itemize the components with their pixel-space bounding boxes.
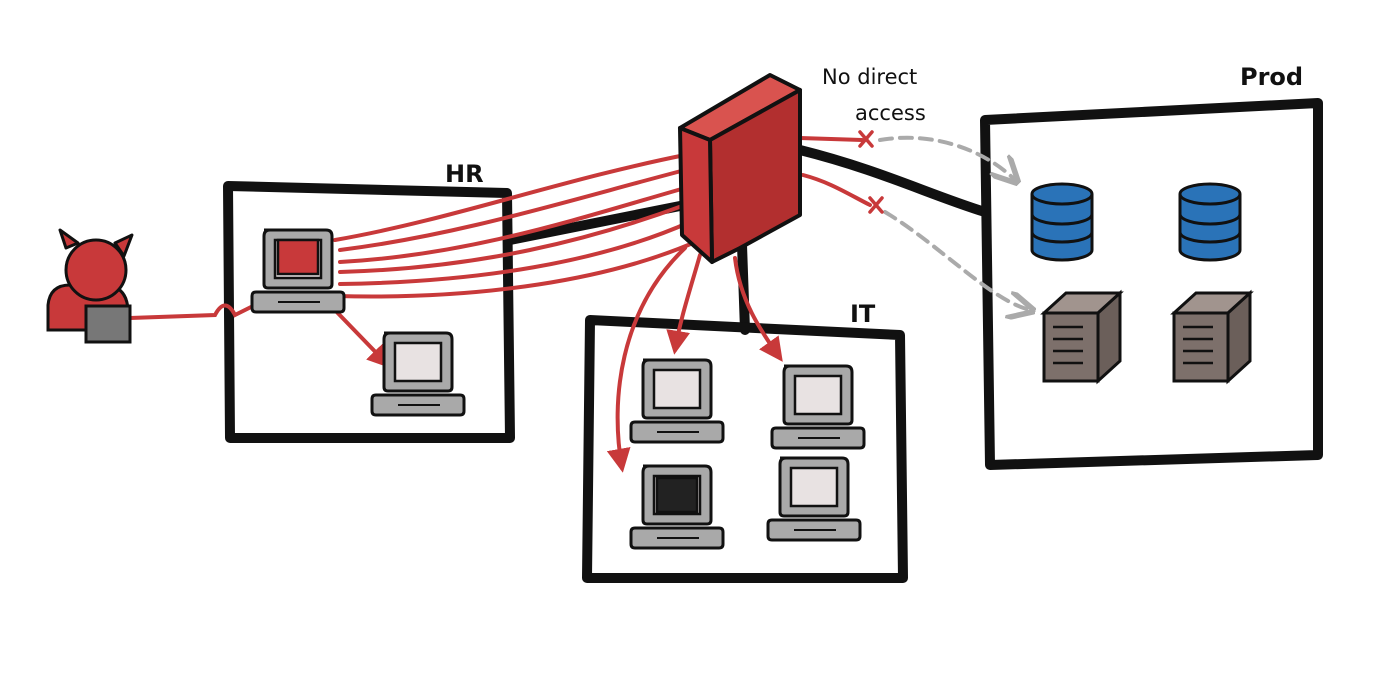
it-zone-label: IT <box>850 300 876 328</box>
database-icon <box>1030 182 1094 262</box>
attack-paths <box>128 136 872 473</box>
link-firewall-prod <box>795 145 990 217</box>
computer-icon <box>629 358 725 444</box>
compromised-screen <box>276 238 320 276</box>
attack-arrow-to-it-pc3 <box>606 246 687 473</box>
link-firewall-hr <box>505 200 690 245</box>
attack-arrow-hr-to-hr-pc <box>328 303 392 369</box>
attack-line-attacker-to-hr <box>128 303 257 320</box>
hr-zone-label: HR <box>445 160 484 188</box>
x-mark-icon <box>868 196 884 214</box>
prod-zone-label: Prod <box>1240 63 1303 91</box>
link-firewall-it <box>737 240 750 335</box>
attack-arrow-to-it-pc2 <box>733 256 783 362</box>
attack-arrow-to-it-pc1 <box>666 253 702 355</box>
devil-hacker-icon <box>46 228 134 344</box>
blocked-path-1 <box>798 136 864 142</box>
blocked-path-2 <box>801 173 872 207</box>
it-zone: IT <box>582 300 908 583</box>
note-line-1: No direct <box>822 65 917 89</box>
hr-zone: HR <box>223 160 515 443</box>
blocked-arrow-to-database <box>878 135 1015 180</box>
x-mark-icon <box>858 130 874 148</box>
no-direct-access-note: No direct access <box>822 65 926 125</box>
note-line-2: access <box>855 101 926 125</box>
laptop-icon <box>84 304 132 344</box>
dark-screen <box>655 476 699 514</box>
computer-icon <box>370 331 466 417</box>
blocked-arrows <box>878 135 1030 310</box>
network-links <box>505 145 990 335</box>
computer-icon <box>770 364 866 450</box>
database-icon <box>1178 182 1242 262</box>
blocked-arrow-to-server <box>883 210 1030 310</box>
server-icon <box>1172 291 1252 383</box>
computer-icon <box>250 228 346 314</box>
computer-icon <box>766 456 862 542</box>
prod-zone: Prod <box>980 63 1323 470</box>
firewall-icon <box>678 73 802 264</box>
server-icon <box>1042 291 1122 383</box>
computer-icon <box>629 464 725 550</box>
